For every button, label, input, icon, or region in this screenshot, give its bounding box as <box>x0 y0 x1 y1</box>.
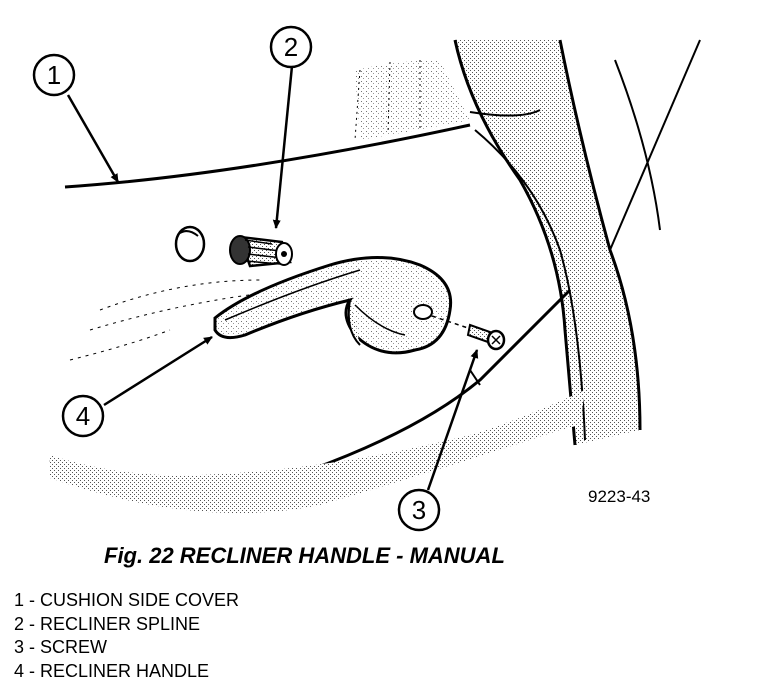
legend-item: 3 - SCREW <box>14 637 108 657</box>
legend-list: 1 - CUSHION SIDE COVER 2 - RECLINER SPLI… <box>14 589 239 683</box>
cushion-top-shading <box>354 60 470 141</box>
callout-4-number: 4 <box>76 401 90 431</box>
callout-3: 3 <box>397 488 441 532</box>
legend-item: 1 - CUSHION SIDE COVER <box>14 590 240 610</box>
seat-back-side <box>453 39 701 446</box>
leader-line-2 <box>272 65 294 229</box>
callout-2-number: 2 <box>284 32 298 62</box>
cushion-side-cover <box>49 123 585 514</box>
recliner-handle <box>213 256 453 355</box>
mounting-hole <box>174 225 206 263</box>
callout-4: 4 <box>61 394 105 438</box>
leader-line-3 <box>426 349 479 491</box>
figure-caption: Fig. 22 RECLINER HANDLE - MANUAL <box>104 543 505 568</box>
recliner-spline <box>229 235 293 268</box>
screw <box>431 315 506 351</box>
recliner-handle-illustration: 1 2 3 4 9223-43 <box>32 25 701 532</box>
leader-line-1 <box>66 94 120 183</box>
callout-1-number: 1 <box>47 60 61 90</box>
legend-item: 2 - RECLINER SPLINE <box>14 613 201 634</box>
leader-lines <box>66 65 479 491</box>
callout-1: 1 <box>32 53 76 97</box>
callout-3-number: 3 <box>412 495 426 525</box>
figure-code: 9223-43 <box>588 487 650 506</box>
legend-item: 4 - RECLINER HANDLE <box>14 660 210 681</box>
callout-2: 2 <box>269 25 313 69</box>
leader-line-4 <box>103 335 213 407</box>
